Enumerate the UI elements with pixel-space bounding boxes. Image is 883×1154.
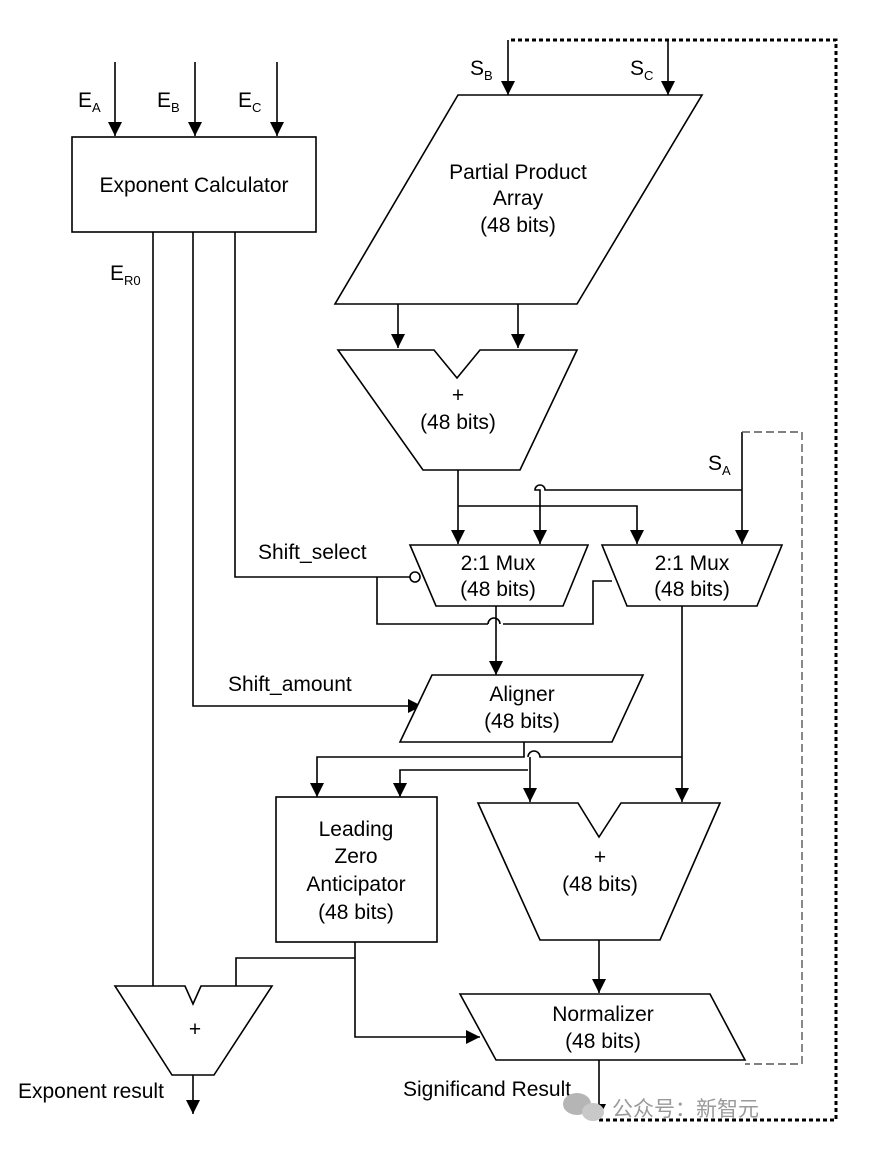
normalizer-block [458,993,747,1061]
adder-mid-block [476,802,722,941]
shift-amount-label: Shift_amount [228,673,352,696]
feedback-dotted-loop [508,38,838,1122]
exponent-calculator-label: Exponent Calculator [99,174,288,197]
wire-lza-to-normalizer [354,942,480,1044]
aligner-line1: Aligner [489,683,554,706]
aligner-block [398,674,645,743]
wire-lza-to-exp-adder [235,957,355,986]
mux-right-line1: 2:1 Mux [655,552,730,575]
exp-adder-op: + [189,1018,201,1041]
lza-line3: Anticipator [306,873,405,896]
label-ea: EA [78,89,101,115]
wire-shift-amount [192,232,422,713]
shift-select-inversion-bubble [409,571,421,583]
label-sc: SC [630,57,653,83]
normalizer-line1: Normalizer [552,1003,654,1026]
shift-select-label: Shift_select [258,541,367,564]
adder-top-block [336,349,579,471]
adder-mid-width: (48 bits) [562,873,638,896]
adder-mid-op: + [594,846,606,869]
mux-left-line1: 2:1 Mux [461,552,536,575]
watermark-text: 公众号：新智元 [612,1097,759,1121]
lza-line1: Leading [319,818,394,841]
aligner-line2: (48 bits) [484,710,560,733]
wire-aligner-to-lza-b [527,750,682,758]
lza-block [275,796,438,943]
partial-product-line1: Partial Product [449,161,587,184]
label-eb: EB [157,89,180,115]
significand-result-label: Significand Result [403,1078,571,1101]
wechat-icon [563,1093,604,1121]
partial-product-array-block [333,94,704,305]
exp-adder-block [113,985,274,1076]
mux-left-block [408,544,590,607]
exponent-calculator-block [71,136,317,233]
wire-shift-select [234,232,410,578]
label-er0: ER0 [110,262,141,288]
wire-sa-to-left-mux [533,484,742,544]
wires [108,40,749,1118]
label-sa: SA [708,452,731,478]
mux-right-block [600,544,784,607]
wire-aligner-to-lza-c [393,769,528,797]
wire-mux-left-out [376,577,488,625]
label-ec: EC [238,89,261,115]
mux-left-line2: (48 bits) [460,578,536,601]
feedback-dashed-loop [742,431,803,1065]
lza-line2: Zero [334,845,377,868]
wire-mux-right-out-a [503,580,612,625]
lza-line4: (48 bits) [318,901,394,924]
partial-product-line3: (48 bits) [480,214,556,237]
normalizer-line2: (48 bits) [565,1030,641,1053]
wire-mux-hop [487,617,501,625]
label-sb: SB [470,57,493,83]
adder-top-op: + [452,384,464,407]
wire-aligner-to-lza-a [310,742,525,797]
wire-sum-to-right-mux [458,505,644,544]
adder-top-width: (48 bits) [420,411,496,434]
watermark: 公众号：新智元 [563,1093,759,1121]
mux-right-line2: (48 bits) [654,578,730,601]
exponent-result-label: Exponent result [18,1080,164,1103]
partial-product-line2: Array [493,187,544,210]
